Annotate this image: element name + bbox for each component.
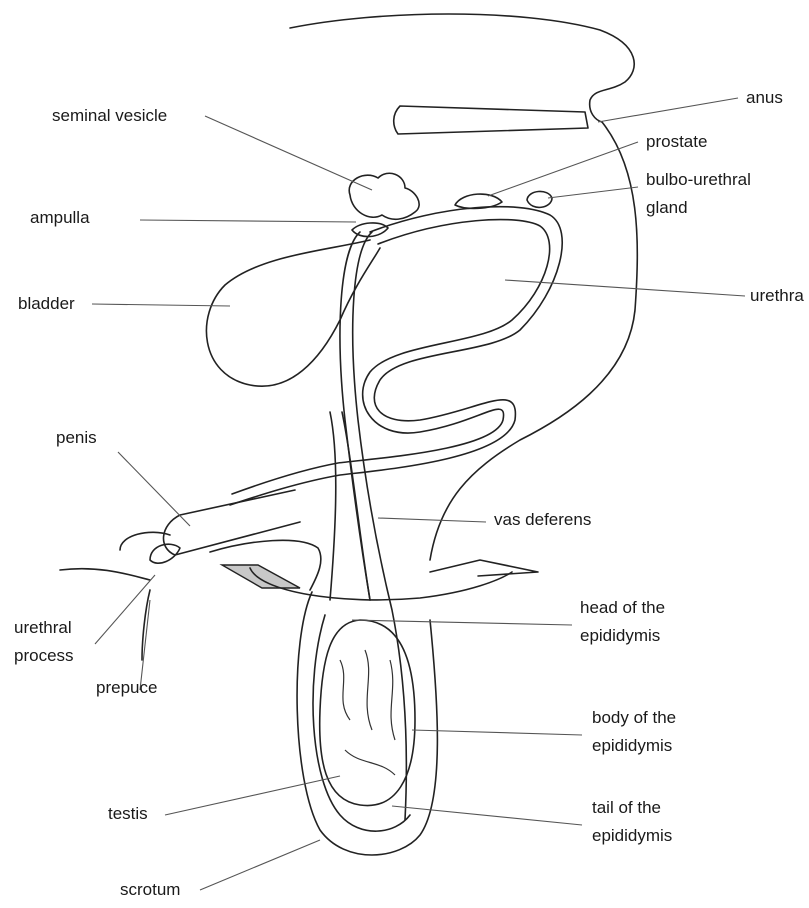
label-bladder: bladder xyxy=(18,290,75,318)
label-body-epididymis-2: epididymis xyxy=(592,732,672,760)
label-urethral-process-1: urethral xyxy=(14,614,72,642)
label-prostate: prostate xyxy=(646,128,707,156)
seminal-vesicle-shape xyxy=(349,173,419,219)
label-head-epididymis-1: head of the xyxy=(580,594,665,622)
prostate-shape xyxy=(455,194,502,208)
label-anus: anus xyxy=(746,84,783,112)
bulbo-urethral-gland-shape xyxy=(527,191,552,207)
label-ampulla: ampulla xyxy=(30,204,90,232)
label-body-epididymis-1: body of the xyxy=(592,704,676,732)
label-penis: penis xyxy=(56,424,97,452)
body-outline-back xyxy=(290,14,634,122)
leader-vas-deferens xyxy=(378,518,486,522)
label-scrotum: scrotum xyxy=(120,876,180,904)
leader-bulbo-urethral xyxy=(548,187,638,198)
body-outline-rear xyxy=(430,122,637,560)
label-testis: testis xyxy=(108,800,148,828)
spermatic-cord xyxy=(330,412,370,600)
leader-ampulla xyxy=(140,220,356,222)
label-vas-deferens: vas deferens xyxy=(494,506,591,534)
label-urethra: urethra xyxy=(750,282,804,310)
leader-head-epididymis xyxy=(352,620,572,625)
penis-shaft xyxy=(164,490,300,555)
leader-anus xyxy=(598,98,738,122)
leader-bladder xyxy=(92,304,230,306)
leader-seminal-vesicle xyxy=(205,116,372,190)
leader-penis xyxy=(118,452,190,526)
leader-urethra xyxy=(505,280,745,296)
label-seminal-vesicle: seminal vesicle xyxy=(52,102,167,130)
rotation-arrow-head xyxy=(430,560,538,576)
leader-scrotum xyxy=(200,840,320,890)
label-head-epididymis-2: epididymis xyxy=(580,622,660,650)
leader-prostate xyxy=(488,142,638,196)
label-bulbo-urethral-1: bulbo-urethral xyxy=(646,166,751,194)
rectum xyxy=(394,106,588,134)
label-tail-epididymis-1: tail of the xyxy=(592,794,661,822)
vas-deferens-line-2 xyxy=(353,232,407,820)
rotation-arrow-shaded xyxy=(222,565,300,588)
label-prepuce: prepuce xyxy=(96,674,157,702)
scrotum-inner xyxy=(313,615,410,831)
leader-tail-epididymis xyxy=(392,806,582,825)
scrotum-outline xyxy=(297,592,437,855)
prepuce-outline xyxy=(142,590,150,660)
label-tail-epididymis-2: epididymis xyxy=(592,822,672,850)
urethra-inner xyxy=(232,220,550,494)
testis-texture xyxy=(340,650,395,775)
label-urethral-process-2: process xyxy=(14,642,74,670)
leader-testis xyxy=(165,776,340,815)
label-bulbo-urethral-2: gland xyxy=(646,194,688,222)
